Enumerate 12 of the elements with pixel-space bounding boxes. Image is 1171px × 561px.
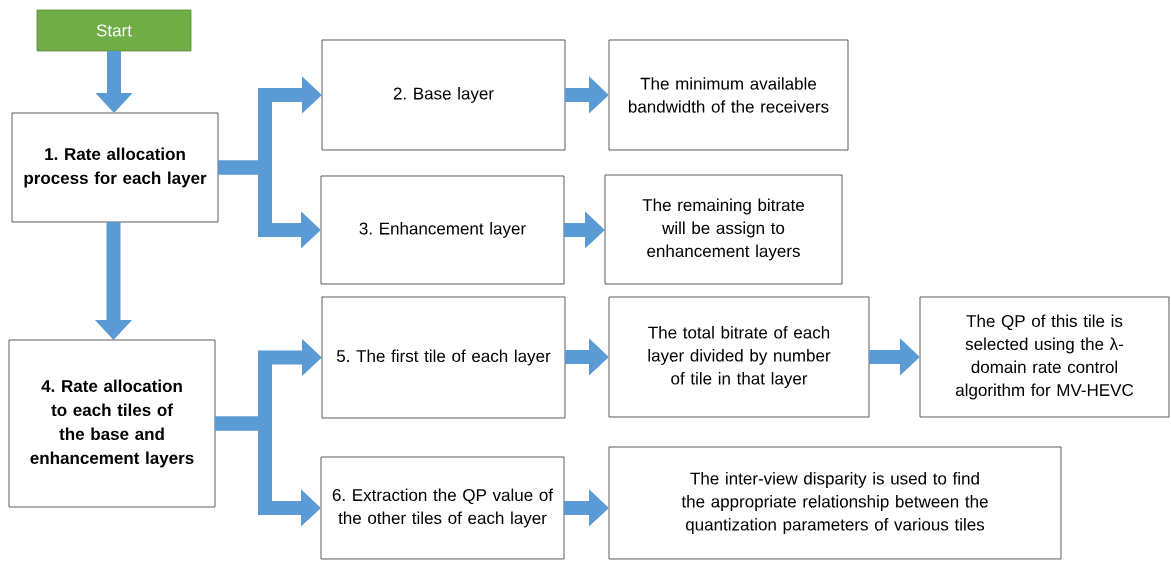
process-box: The minimum available bandwidth of the receivers	[608, 39, 849, 151]
process-box: The QP of this tile is selected using the λ-domain rate control algorithm for MV-HEVC	[919, 296, 1170, 418]
process-box: 2. Base layer	[321, 39, 566, 151]
process-box: The total bitrate of each layer divided by number of tile in that layer	[608, 296, 870, 418]
process-box: The remaining bitrate will be assign to enhancement layers	[604, 174, 843, 285]
process-box: 5. The first tile of each layer	[321, 296, 566, 419]
process-box: 3. Enhancement layer	[320, 175, 565, 285]
process-box: The inter-view disparity is used to find the appropriate relationship between the quantization parameters of various tiles	[608, 446, 1062, 560]
process-box: 6. Extraction the QP value of the other tiles of each layer	[320, 456, 565, 560]
process-box: 1. Rate allocation process for each layer	[11, 112, 219, 223]
start-box: Start	[36, 9, 192, 52]
process-box: 4. Rate allocation to each tiles of the base and enhancement layers	[8, 339, 216, 508]
